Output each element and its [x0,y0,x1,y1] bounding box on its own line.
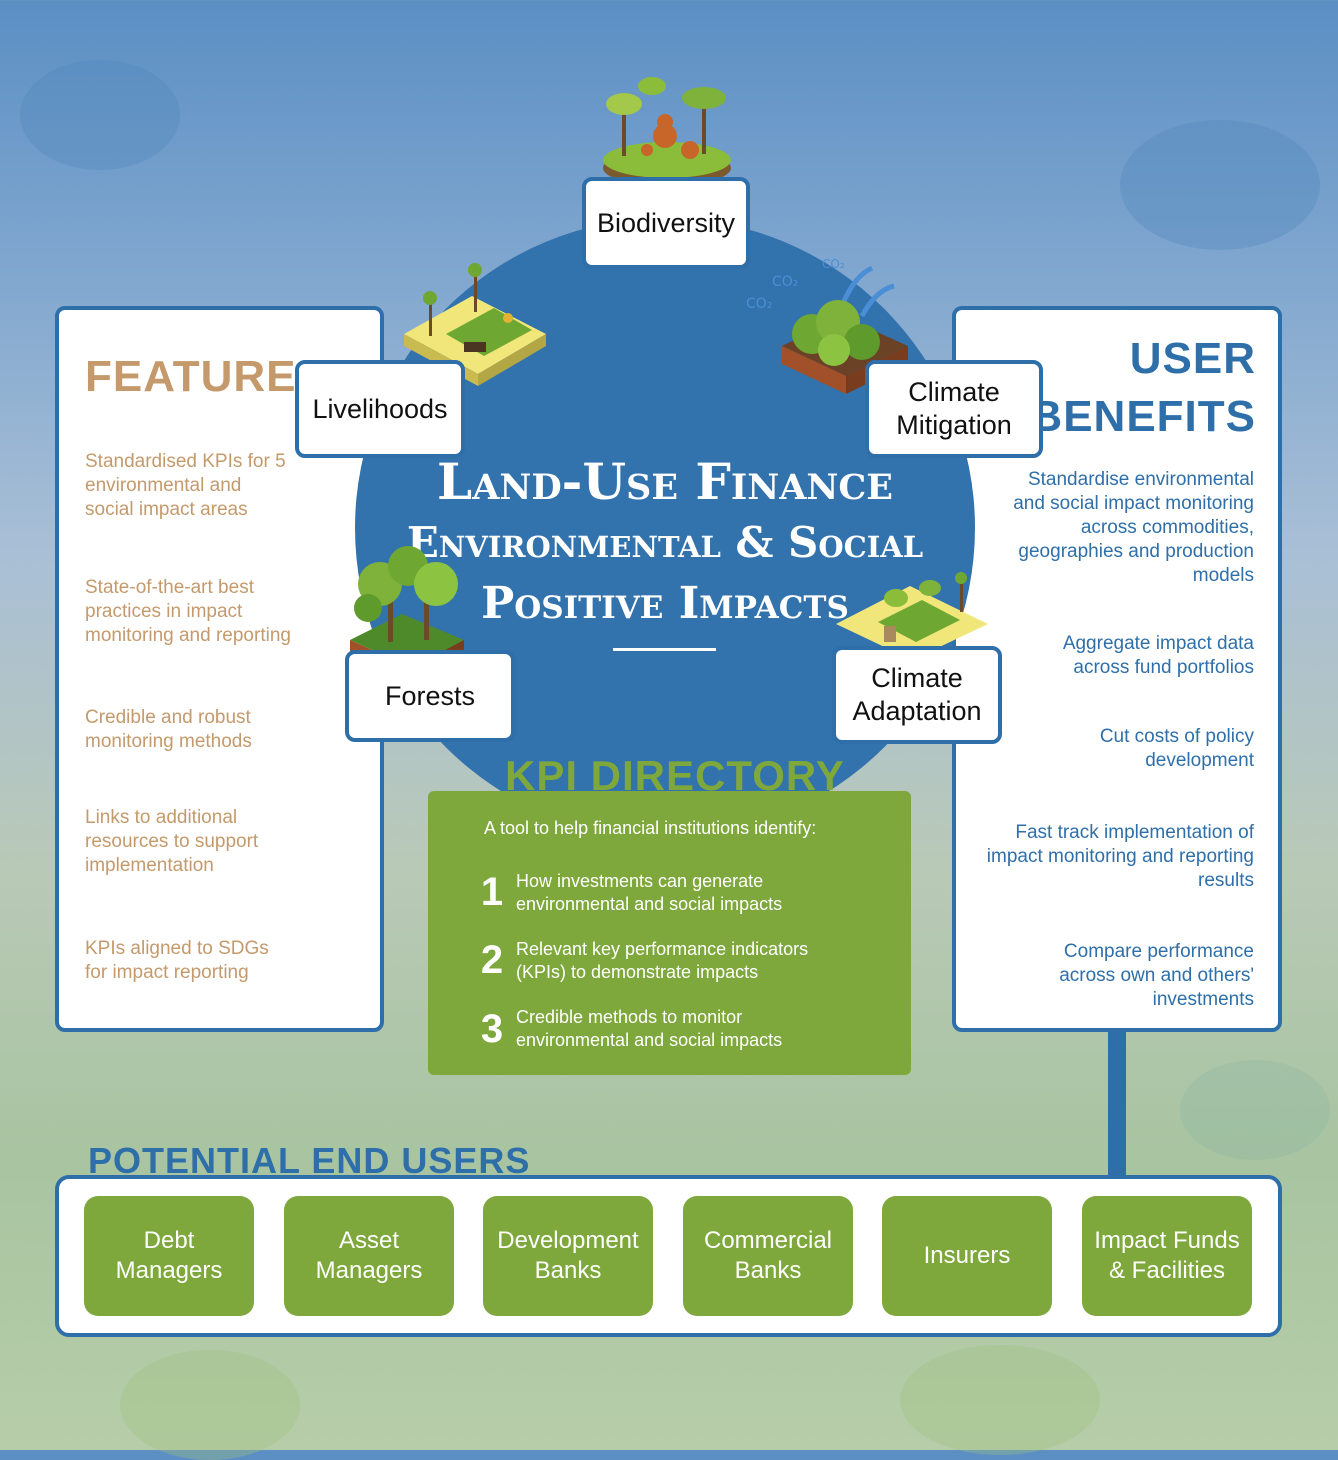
end-user-label: Insurers [923,1242,1011,1269]
end-user-label: Development Banks [497,1226,638,1286]
kpi-point-number: 2 [480,938,504,982]
impact-area-label-line: Adaptation [852,696,982,726]
hub-title-line: Environmental & Social [406,518,924,567]
feature-item: State-of-the-art best practices in impac… [85,577,291,646]
climate-adaptation-farm-icon [836,572,988,660]
hub-title-line: Positive Impacts [481,578,849,629]
kpi-point-text: Relevant key performance indicators (KPI… [516,939,809,982]
end-user-tile: Development Banks [483,1196,653,1316]
impact-area-label: Climate Mitigation [896,376,1012,442]
end-users-heading: POTENTIAL END USERS [88,1140,531,1181]
impact-area-label: Forests [384,680,476,711]
co2-label: CO₂ [822,257,845,271]
user-benefits-title-line: BENEFITS [1030,392,1256,441]
co2-label: CO₂ [746,296,772,312]
end-user-label-line: Asset [338,1227,399,1254]
kpi-point-text: Credible methods to monitor environmenta… [516,1007,783,1050]
co2-label: CO₂ [772,274,798,290]
end-user-label: Debt Managers [116,1226,223,1286]
end-user-label-line: Managers [315,1257,423,1284]
impact-area-label-line: Climate [908,377,1000,407]
kpi-point-text: How investments can generate environment… [516,871,783,914]
background-tree [120,1350,300,1460]
impact-area-label: Climate Adaptation [852,662,981,728]
benefits-to-users-connector [1108,1030,1126,1180]
biodiversity-island-icon [603,77,731,186]
feature-item: Links to additional resources to support… [85,807,259,876]
end-user-label-line: Managers [115,1257,223,1284]
end-user-label-line: & Facilities [1108,1257,1226,1284]
feature-item: KPIs aligned to SDGs for impact reportin… [85,938,269,983]
end-user-label: Commercial Banks [704,1226,832,1286]
end-user-label-line: Impact Funds [1094,1227,1240,1254]
impact-area-climate-adaptation: Climate Adaptation [832,646,1002,744]
user-benefits-title-line: USER [1129,334,1256,383]
impact-area-livelihoods: Livelihoods [295,360,465,458]
kpi-directory-heading: KPI DIRECTORY [505,752,845,799]
end-user-label-line: Development [497,1227,639,1254]
feature-item: Credible and robust monitoring methods [85,707,252,752]
impact-area-label-line: Climate [871,663,963,693]
hub-divider [613,648,716,651]
end-user-tile: Impact Funds & Facilities [1082,1196,1252,1316]
kpi-directory-box [428,791,911,1075]
background-tree [900,1345,1100,1455]
impact-area-forests: Forests [345,650,515,742]
impact-area-label: Biodiversity [596,207,736,238]
end-user-label-line: Banks [734,1257,802,1284]
benefit-item: Aggregate impact data across fund portfo… [1062,633,1254,678]
end-users-panel [55,1175,1282,1337]
hub-title-line: Land-Use Finance [437,452,893,511]
features-title: FEATURES [85,352,327,401]
end-user-label-line: Commercial [703,1227,832,1254]
end-user-label: Asset Managers [316,1226,423,1286]
benefit-item: Compare performance across own and other… [1059,941,1254,1010]
impact-area-climate-mitigation: Climate Mitigation [865,360,1043,458]
benefit-item: Fast track implementation of impact moni… [986,822,1254,891]
kpi-point-number: 1 [480,870,504,914]
end-user-label: Impact Funds & Facilities [1094,1226,1239,1286]
end-user-label-line: Debt [143,1227,195,1254]
benefit-item: Standardise environmental and social imp… [1013,469,1254,586]
feature-item: Standardised KPIs for 5 environmental an… [85,451,286,520]
benefit-item: Cut costs of policy development [1099,726,1254,771]
impact-area-biodiversity: Biodiversity [582,177,750,269]
end-user-label-line: Banks [534,1257,602,1284]
background-tree [20,60,180,170]
end-user-tile: Commercial Banks [683,1196,853,1316]
kpi-directory-intro: A tool to help financial institutions id… [484,818,817,838]
end-user-tile: Insurers [882,1196,1052,1316]
background-tree [1120,120,1320,250]
background-tree [1180,1060,1330,1160]
impact-area-label-line: Mitigation [896,410,1012,440]
kpi-point-number: 3 [480,1007,504,1051]
user-benefits-title: USER BENEFITS [1030,330,1256,446]
impact-area-label: Livelihoods [312,393,448,424]
end-user-tile: Debt Managers [84,1196,254,1316]
end-user-tile: Asset Managers [284,1196,454,1316]
